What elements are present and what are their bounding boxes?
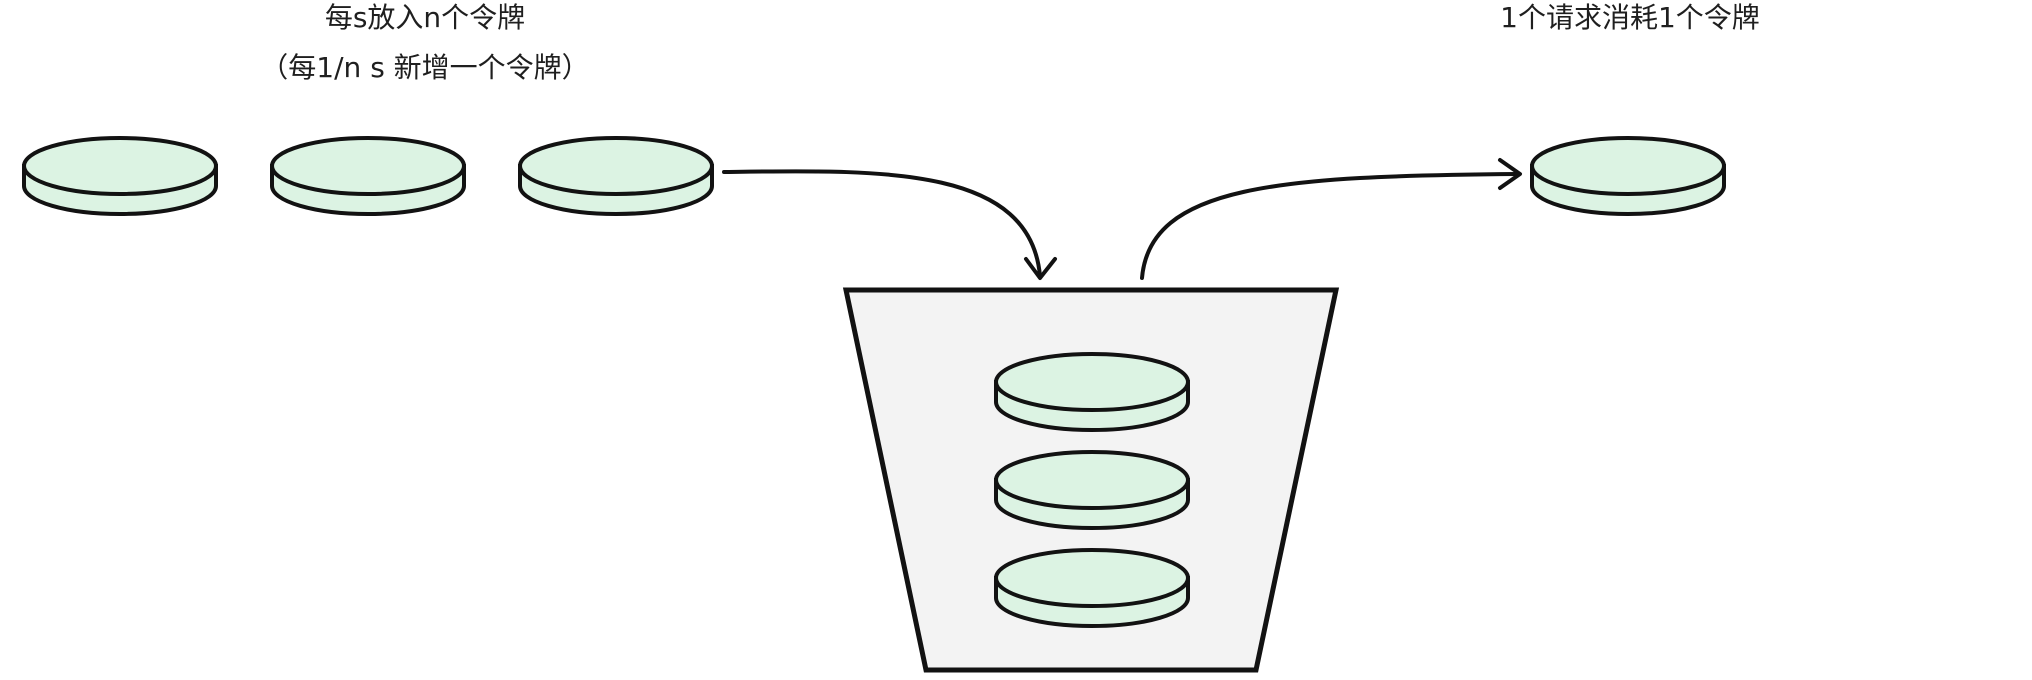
arrow-into-bucket [722,169,1057,280]
bucket-token-2 [994,450,1190,530]
incoming-token-3 [518,136,714,216]
consume-label: 1个请求消耗1个令牌 [1500,1,1760,34]
bucket-token-1 [994,352,1190,432]
arrow-out-of-bucket [1140,158,1522,280]
bucket-token-3 [994,548,1190,628]
consumed-token [1530,136,1726,216]
incoming-token-2 [270,136,466,216]
input-interval-label: （每1/n s 新增一个令牌） [260,51,590,84]
incoming-token-1 [22,136,218,216]
input-rate-label: 每s放入n个令牌 [324,1,526,34]
